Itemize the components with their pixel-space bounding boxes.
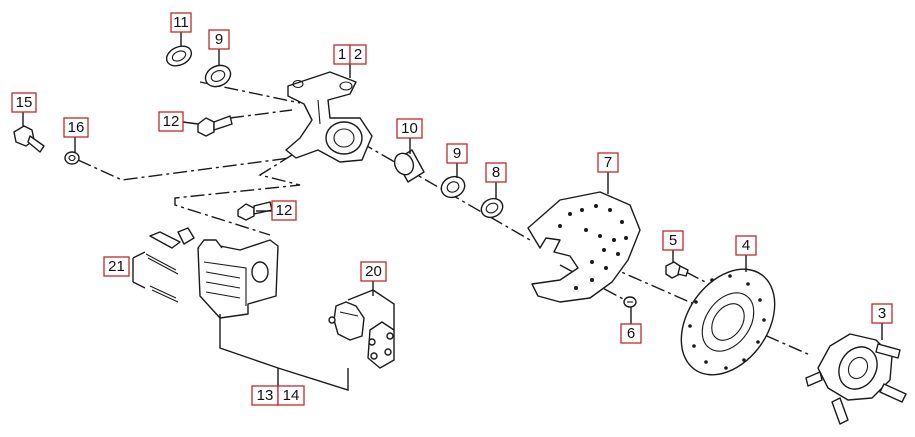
svg-text:10: 10 <box>401 120 418 137</box>
svg-text:11: 11 <box>173 14 189 31</box>
brake-disc-holes <box>688 274 766 370</box>
part-9-bearing-lower <box>440 175 466 199</box>
part-12-bolt-upper <box>197 115 233 137</box>
svg-text:3: 3 <box>878 305 886 322</box>
callout-5: 5 <box>662 230 684 251</box>
leader-20 <box>347 281 395 330</box>
part-4-brake-disc <box>680 268 776 376</box>
svg-text:8: 8 <box>492 164 500 181</box>
callout-15: 15 <box>11 92 37 113</box>
svg-text:1: 1 <box>338 46 346 63</box>
svg-text:2: 2 <box>354 46 362 63</box>
callout-4: 4 <box>735 235 757 256</box>
svg-text:13: 13 <box>257 387 274 404</box>
leader-lines <box>22 32 883 391</box>
callout-12-lower: 12 <box>271 200 297 221</box>
callout-9: 9 <box>208 29 230 50</box>
leader-12a <box>182 121 199 125</box>
callout-2: 2 <box>349 44 367 65</box>
callout-14: 14 <box>277 385 305 406</box>
svg-text:20: 20 <box>365 263 382 280</box>
callout-21: 21 <box>103 256 130 277</box>
callout-11: 11 <box>170 12 192 33</box>
svg-text:4: 4 <box>742 237 750 254</box>
axis-bolt-12a <box>229 109 293 119</box>
callout-8: 8 <box>485 162 507 183</box>
part-8-seal <box>480 197 504 219</box>
svg-text:12: 12 <box>163 113 180 130</box>
part-11-seal <box>165 45 193 67</box>
svg-text:9: 9 <box>453 145 461 162</box>
svg-text:12: 12 <box>276 202 293 219</box>
part-9-bearing-upper <box>204 64 232 88</box>
axis-caliper-mount <box>174 154 301 236</box>
callout-labels: 11 9 1 2 15 16 12 10 9 8 7 12 5 4 21 20 … <box>11 12 893 406</box>
axis-upper-left <box>199 81 301 104</box>
part-15-bolt <box>13 125 45 153</box>
callout-9-lower: 9 <box>446 143 468 164</box>
leader-13-14 <box>219 314 349 391</box>
callout-13: 13 <box>251 385 279 406</box>
part-10-spacer <box>393 149 425 183</box>
callout-7: 7 <box>597 152 619 173</box>
callout-12: 12 <box>158 111 184 132</box>
part-20-brake-pads <box>328 301 395 369</box>
svg-text:9: 9 <box>215 31 223 48</box>
axis-spindle <box>359 141 531 241</box>
part-3-wheel-hub <box>805 333 907 425</box>
axis-bolt-16 <box>77 157 291 181</box>
part-1-2-steering-knuckle <box>285 71 373 163</box>
callout-20: 20 <box>360 261 387 282</box>
callout-10: 10 <box>396 118 423 139</box>
part-13-14-brake-caliper <box>197 239 279 319</box>
svg-text:21: 21 <box>108 258 125 275</box>
svg-text:15: 15 <box>16 94 33 111</box>
callout-3: 3 <box>871 303 893 324</box>
disc-guard-holes <box>558 204 628 290</box>
part-21-caliper-pins <box>145 227 195 303</box>
part-5-bolt <box>665 261 689 279</box>
callout-6: 6 <box>620 323 642 344</box>
svg-text:16: 16 <box>68 119 85 136</box>
leader-21 <box>132 251 146 289</box>
callout-16: 16 <box>63 117 89 138</box>
svg-text:5: 5 <box>669 232 677 249</box>
part-16-nut <box>64 151 80 165</box>
svg-text:7: 7 <box>604 154 612 171</box>
svg-text:6: 6 <box>627 325 635 342</box>
part-7-disc-guard <box>527 191 641 303</box>
callout-1: 1 <box>333 44 351 65</box>
part-6-bolt <box>623 296 637 308</box>
svg-text:14: 14 <box>283 387 300 404</box>
